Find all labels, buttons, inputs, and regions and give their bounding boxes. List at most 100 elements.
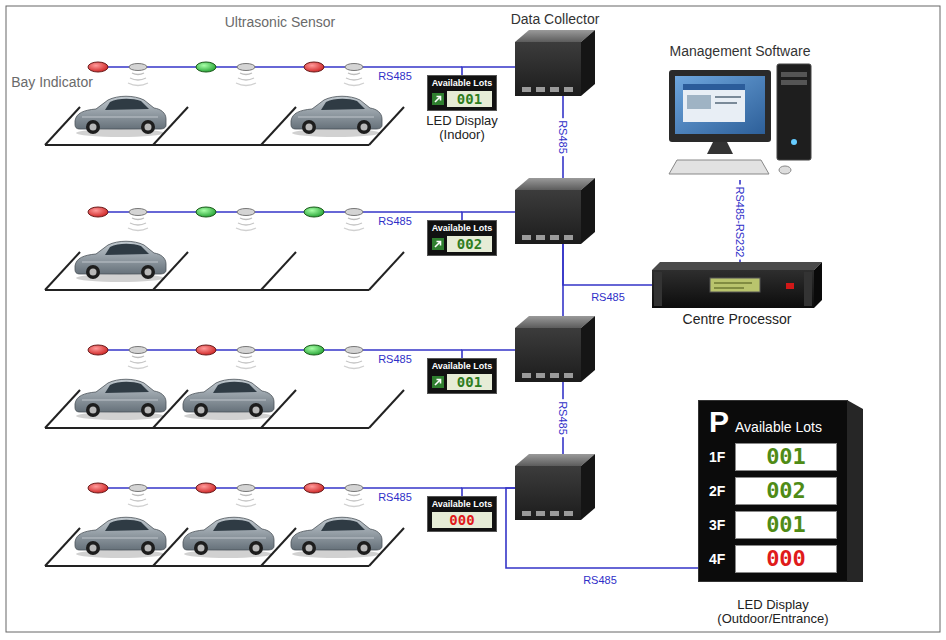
direction-arrow bbox=[432, 238, 444, 250]
parked-car bbox=[75, 96, 166, 137]
bay-divider bbox=[261, 252, 296, 290]
bay-indicator-occupied bbox=[88, 207, 108, 217]
bay-indicator-occupied bbox=[88, 345, 108, 355]
bus-label: RS485 bbox=[376, 70, 414, 82]
rs485-connector bbox=[462, 350, 515, 358]
parking-bay-lines bbox=[45, 107, 404, 566]
connector-label: RS485 bbox=[557, 399, 569, 437]
bay-indicator-free bbox=[196, 207, 216, 217]
available-count: 002 bbox=[735, 477, 837, 505]
ultrasonic-sensor bbox=[236, 64, 256, 86]
management-computer: Management Software bbox=[665, 43, 815, 180]
bay-indicator-occupied bbox=[304, 483, 324, 493]
ultrasonic-sensor bbox=[128, 485, 148, 507]
rack-processor-graphic bbox=[652, 262, 822, 308]
bay-divider bbox=[45, 528, 80, 566]
ultrasonic-sensor bbox=[344, 347, 364, 369]
connector-label: RS485 bbox=[557, 118, 569, 156]
connector-label: RS485-RS232 bbox=[734, 185, 746, 260]
ultrasonic-sensor bbox=[128, 64, 148, 86]
parked-car bbox=[291, 96, 382, 137]
sensor-bus-wire bbox=[98, 487, 462, 489]
floor-label: 4F bbox=[709, 545, 735, 573]
bay-divider bbox=[369, 390, 404, 428]
connector-label: RS485 bbox=[589, 291, 627, 303]
rack-processor bbox=[652, 262, 822, 308]
indoor-led-display: Available Lots001 bbox=[427, 75, 498, 111]
computer-illustration-graphic bbox=[669, 64, 811, 174]
bay-divider bbox=[45, 252, 80, 290]
direction-arrow bbox=[432, 93, 444, 105]
rs485-connector bbox=[462, 212, 515, 220]
bay-baseline bbox=[45, 289, 369, 291]
data-collector bbox=[515, 178, 595, 244]
available-count: 001 bbox=[735, 443, 837, 471]
bay-indicator-occupied bbox=[196, 345, 216, 355]
data-collector-box bbox=[515, 178, 595, 244]
data-collector-box-graphic bbox=[515, 316, 595, 382]
bay-indicator-free bbox=[304, 345, 324, 355]
data-collector bbox=[515, 454, 595, 520]
available-count: 000 bbox=[735, 545, 837, 573]
parking-sign: P bbox=[709, 407, 729, 437]
direction-arrow-graphic bbox=[432, 376, 444, 388]
display-heading: Available Lots bbox=[432, 361, 493, 372]
bus-label: RS485 bbox=[376, 353, 414, 365]
sensor-bus-wire bbox=[98, 211, 462, 213]
bus-label: RS485 bbox=[376, 215, 414, 227]
data-collector-box bbox=[515, 454, 595, 520]
bus-label: RS485 bbox=[376, 491, 414, 503]
bay-indicator-free bbox=[304, 207, 324, 217]
data-collector-box-graphic bbox=[515, 454, 595, 520]
sensor-bus-wire bbox=[98, 349, 462, 351]
data-collector-box-graphic bbox=[515, 30, 595, 96]
centre-processor: Centre Processor bbox=[652, 262, 822, 328]
direction-arrow-graphic bbox=[432, 238, 444, 250]
bay-divider bbox=[261, 107, 296, 145]
ultrasonic-sensor bbox=[236, 485, 256, 507]
device-label: Management Software bbox=[670, 43, 811, 60]
data-collector-box bbox=[515, 30, 595, 96]
frame-border bbox=[6, 6, 940, 632]
display-heading: Available Lots bbox=[432, 499, 493, 510]
bay-divider bbox=[45, 390, 80, 428]
display-side bbox=[847, 400, 863, 582]
device-label: Data Collector bbox=[511, 11, 600, 28]
device-label: Centre Processor bbox=[683, 311, 792, 328]
ultrasonic-sensor bbox=[344, 209, 364, 231]
data-collector-box-graphic bbox=[515, 178, 595, 244]
ultrasonic-sensor bbox=[128, 347, 148, 369]
part-label: Bay Indicator bbox=[11, 74, 93, 91]
display-heading: Available Lots bbox=[432, 78, 493, 89]
bay-indicator-free bbox=[196, 62, 216, 72]
bay-indicator-occupied bbox=[88, 62, 108, 72]
indoor-led-display: Available Lots 001 bbox=[427, 358, 498, 394]
bay-baseline bbox=[45, 427, 369, 429]
connector-label: RS485 bbox=[581, 574, 619, 586]
part-label: Ultrasonic Sensor bbox=[225, 14, 336, 31]
indoor-led-display: Available Lots 000 bbox=[427, 496, 498, 532]
ultrasonic-sensor bbox=[344, 485, 364, 507]
available-count: 000 bbox=[432, 512, 493, 528]
data-collector: Data Collector bbox=[511, 11, 600, 96]
available-count: 002 bbox=[447, 236, 493, 252]
direction-arrow bbox=[432, 376, 444, 388]
available-count: 001 bbox=[735, 511, 837, 539]
bay-baseline bbox=[45, 565, 369, 567]
rs485-connector bbox=[563, 244, 652, 285]
available-count: 001 bbox=[447, 374, 493, 390]
parked-car bbox=[183, 379, 274, 420]
bay-indicator-occupied bbox=[88, 483, 108, 493]
bay-indicator-occupied bbox=[196, 483, 216, 493]
display-side-graphic bbox=[847, 400, 863, 582]
parked-car bbox=[75, 517, 166, 558]
device-caption: LED Display (Indoor) bbox=[420, 114, 504, 142]
floor-label: 1F bbox=[709, 443, 735, 471]
ultrasonic-sensor bbox=[236, 209, 256, 231]
rs485-connector bbox=[462, 67, 515, 75]
floor-label: 3F bbox=[709, 511, 735, 539]
device-caption: LED Display (Outdoor/Entrance) bbox=[707, 598, 839, 626]
